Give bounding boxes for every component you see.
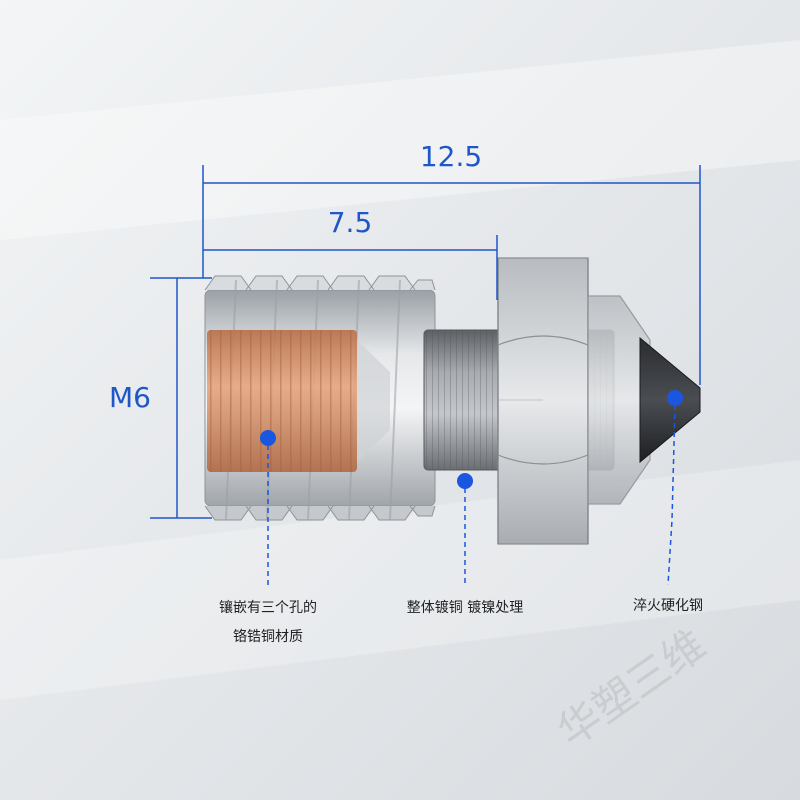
insert-callout-line2: 铬锆铜材质: [233, 629, 303, 645]
thread-crests: [204, 275, 436, 521]
copper-insert-texture: [207, 330, 357, 472]
tip-marker: [667, 390, 683, 406]
cone-collar: [587, 295, 651, 505]
body-callout-text: 整体镀铜 镀镍处理: [407, 599, 523, 616]
background-light-band: [0, 460, 800, 700]
thread-length-label: 7.5: [328, 206, 373, 239]
background-light-band: [0, 40, 800, 240]
hex-nut: [497, 257, 589, 545]
tip-callout-text: 淬火硬化钢: [633, 598, 703, 614]
bore-taper: [357, 340, 390, 462]
insert-callout-line1: 镶嵌有三个孔的: [219, 599, 317, 616]
insert-marker: [260, 430, 276, 446]
body-marker: [457, 473, 473, 489]
callout-leaders: [267, 404, 676, 586]
dimension-lines: [150, 165, 701, 519]
overall-length-label: 12.5: [420, 140, 482, 173]
nozzle: [204, 257, 701, 545]
thread-size-label: M6: [109, 381, 151, 414]
